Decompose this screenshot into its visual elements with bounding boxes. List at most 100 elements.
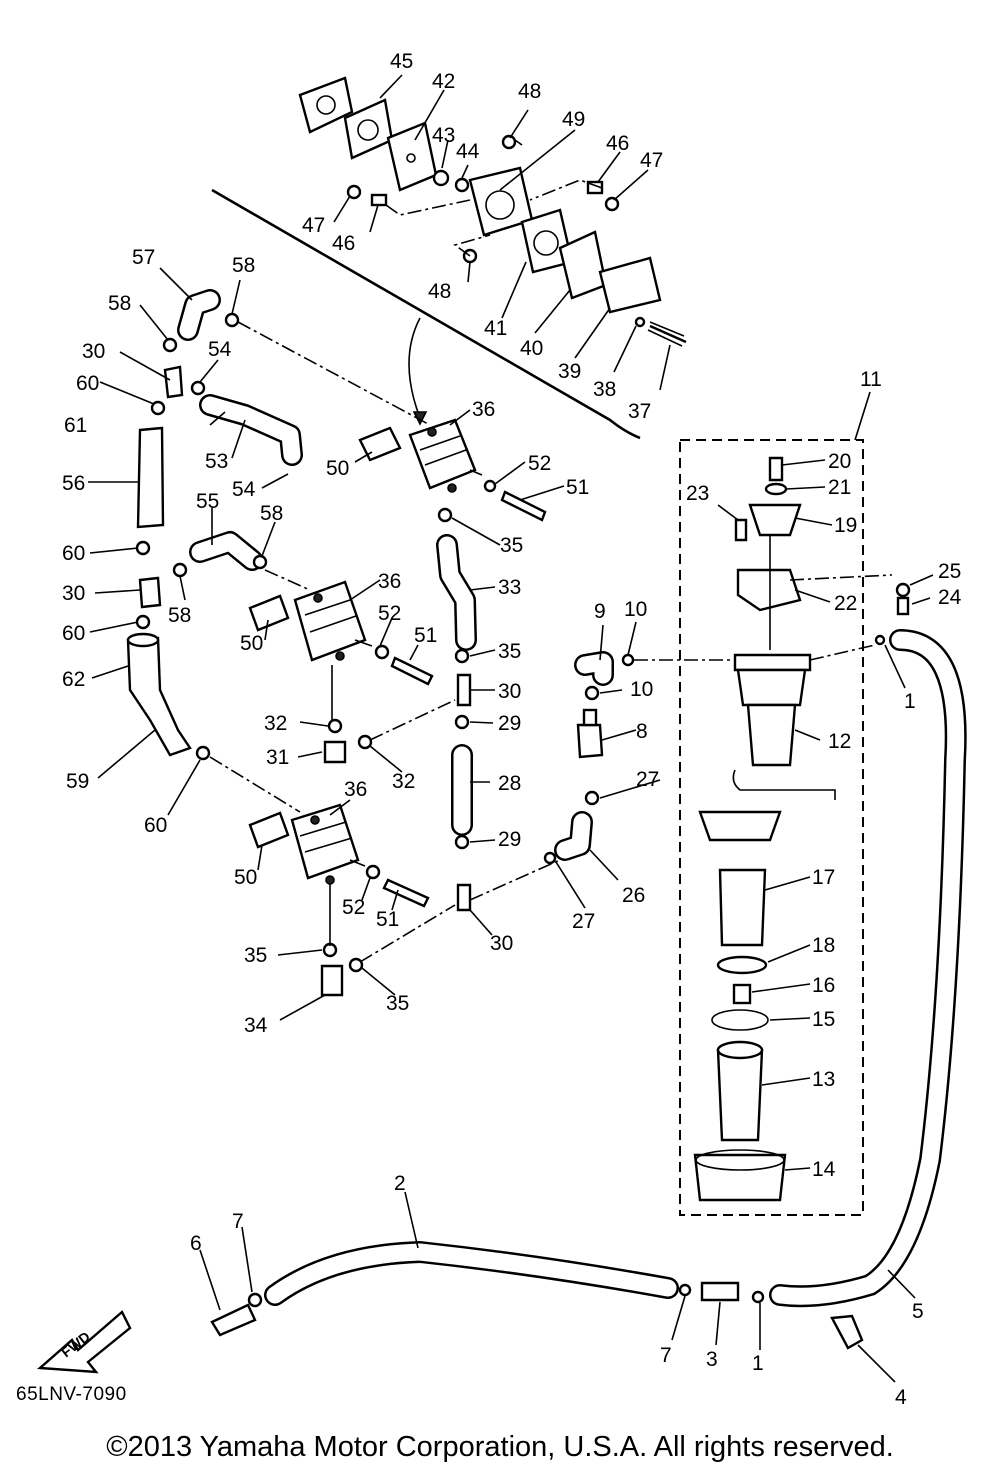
callout: 34 [244,1014,268,1037]
callout: 51 [566,476,589,499]
upper-pump-exploded [298,76,687,347]
callout: 56 [62,472,85,495]
callout: 60 [62,622,85,645]
callout: 53 [205,450,228,473]
callout: 35 [500,534,523,557]
fuel-pump-middle [248,580,434,686]
callout: 3 [706,1348,718,1371]
callout: 58 [232,254,255,277]
callout: 38 [593,378,616,401]
callout: 17 [812,866,835,889]
callout: 30 [82,340,105,363]
callout: 57 [132,246,155,269]
callout: 33 [498,576,521,599]
callout: 5 [912,1300,924,1323]
callout: 25 [938,560,961,583]
callout: 60 [62,542,85,565]
callout: 39 [558,360,581,383]
callout: 47 [640,149,663,172]
callout: 52 [378,602,401,625]
callout: 12 [828,730,851,753]
callout: 10 [630,678,653,701]
callout: 41 [484,317,507,340]
callout: 47 [302,214,325,237]
callout: 49 [562,108,585,131]
fuel-pump-lower [248,803,430,908]
callout: 7 [660,1344,672,1367]
callout: 4 [895,1386,907,1409]
callout: 14 [812,1158,836,1181]
callout: 50 [234,866,257,889]
callout: 6 [190,1232,202,1255]
callout: 40 [520,337,543,360]
callout: 10 [624,598,647,621]
callout: 32 [264,712,287,735]
callout: 27 [636,768,659,791]
callout: 52 [342,896,365,919]
callout: 62 [62,668,85,691]
callout: 21 [828,476,851,499]
callout: 54 [232,478,256,501]
callout: 60 [144,814,167,837]
filter-assembly-box [679,439,864,1216]
callout: 29 [498,828,521,851]
callout: 36 [472,398,495,421]
callout: 61 [64,414,87,437]
callout: 46 [332,232,355,255]
callout: 51 [414,624,437,647]
callout: 55 [196,490,219,513]
diagram-code: 65LNV-7090 [16,1384,127,1405]
fuel-pump-top [358,418,547,522]
callout: 50 [240,632,263,655]
section-arrow [408,317,421,419]
center-fittings [543,651,735,865]
center-hose-assembly [320,507,561,997]
callout: 60 [76,372,99,395]
callout: 58 [108,292,131,315]
callout: 51 [376,908,399,931]
leader-lines [88,74,934,1383]
callout: 22 [834,592,857,615]
callout: 18 [812,934,835,957]
callout: 30 [62,582,85,605]
callout: 36 [344,778,367,801]
callout: 1 [752,1352,764,1375]
callout: 48 [428,280,451,303]
fuel-filter-assembly [693,456,911,1202]
callout: 30 [498,680,521,703]
callout: 30 [490,932,513,955]
callout: 58 [168,604,191,627]
callout: 59 [66,770,89,793]
callout: 48 [518,80,541,103]
callout: 1 [904,690,916,713]
callout: 50 [326,457,349,480]
callout: 45 [390,50,413,73]
callout: 27 [572,910,595,933]
callout: 46 [606,132,629,155]
callout: 29 [498,712,521,735]
callout: 35 [498,640,521,663]
copyright-notice: ©2013 Yamaha Motor Corporation, U.S.A. A… [106,1431,894,1463]
callout: 19 [834,514,857,537]
callout: 42 [432,70,455,93]
callout: 54 [208,338,232,361]
section-divider [211,188,641,440]
callout: 9 [594,600,606,623]
callout: 13 [812,1068,835,1091]
callout: 26 [622,884,645,907]
callout: 58 [260,502,283,525]
left-hose-assembly [126,289,431,813]
callout: 35 [386,992,409,1015]
fwd-arrow: FWD [37,1310,132,1374]
callout: 28 [498,772,521,795]
callout: 16 [812,974,835,997]
callout: 20 [828,450,851,473]
callout-numbers: 45 42 48 43 44 49 46 47 47 46 48 41 40 3… [62,50,962,1409]
callout: 8 [636,720,648,743]
callout: 23 [686,482,709,505]
callout: 31 [266,746,289,769]
callout: 43 [432,124,455,147]
callout: 7 [232,1210,244,1233]
callout: 52 [528,452,551,475]
